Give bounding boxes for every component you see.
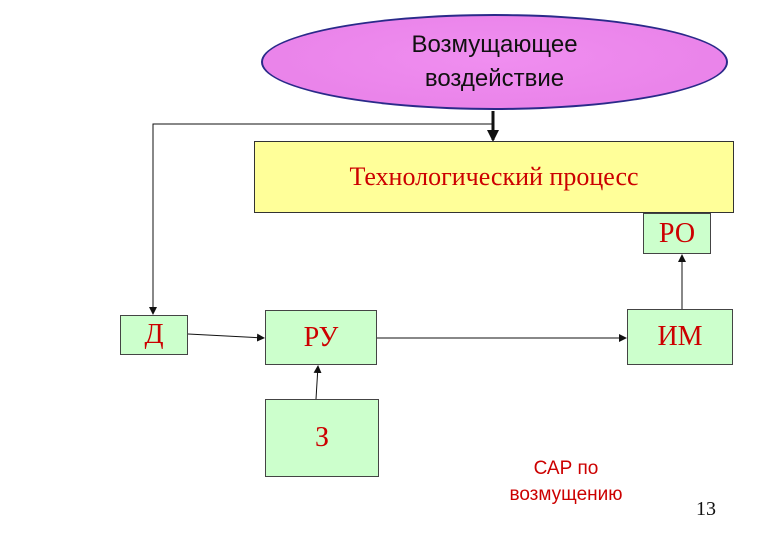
z-label: З [314,422,330,453]
process-block: Технологический процесс [254,141,734,213]
d-label: Д [144,319,164,350]
sensor-d-block: Д [120,315,188,355]
setpoint-to-ru-arrow [313,365,322,400]
caption-line2: возмущению [509,484,623,505]
disturbance-label-line1: Возмущающее [411,31,578,58]
disturbance-label-line2: воздействие [424,65,565,92]
caption-note: САР по возмущению [476,456,656,508]
process-label: Технологический процесс [349,162,639,191]
setpoint-z-block: З [265,399,379,477]
caption-line1: САР по [533,458,599,479]
disturbance-ellipse: Возмущающее воздействие [261,14,728,110]
sensor-to-ru-arrow [187,333,265,342]
ro-block: РО [643,213,711,254]
disturbance-to-sensor-line [149,123,493,315]
ru-block: РУ [265,310,377,365]
im-block: ИМ [627,309,733,365]
im-label: ИМ [657,321,703,352]
ru-label: РУ [303,321,339,353]
ro-label: РО [658,217,696,249]
page-number: 13 [696,498,716,520]
